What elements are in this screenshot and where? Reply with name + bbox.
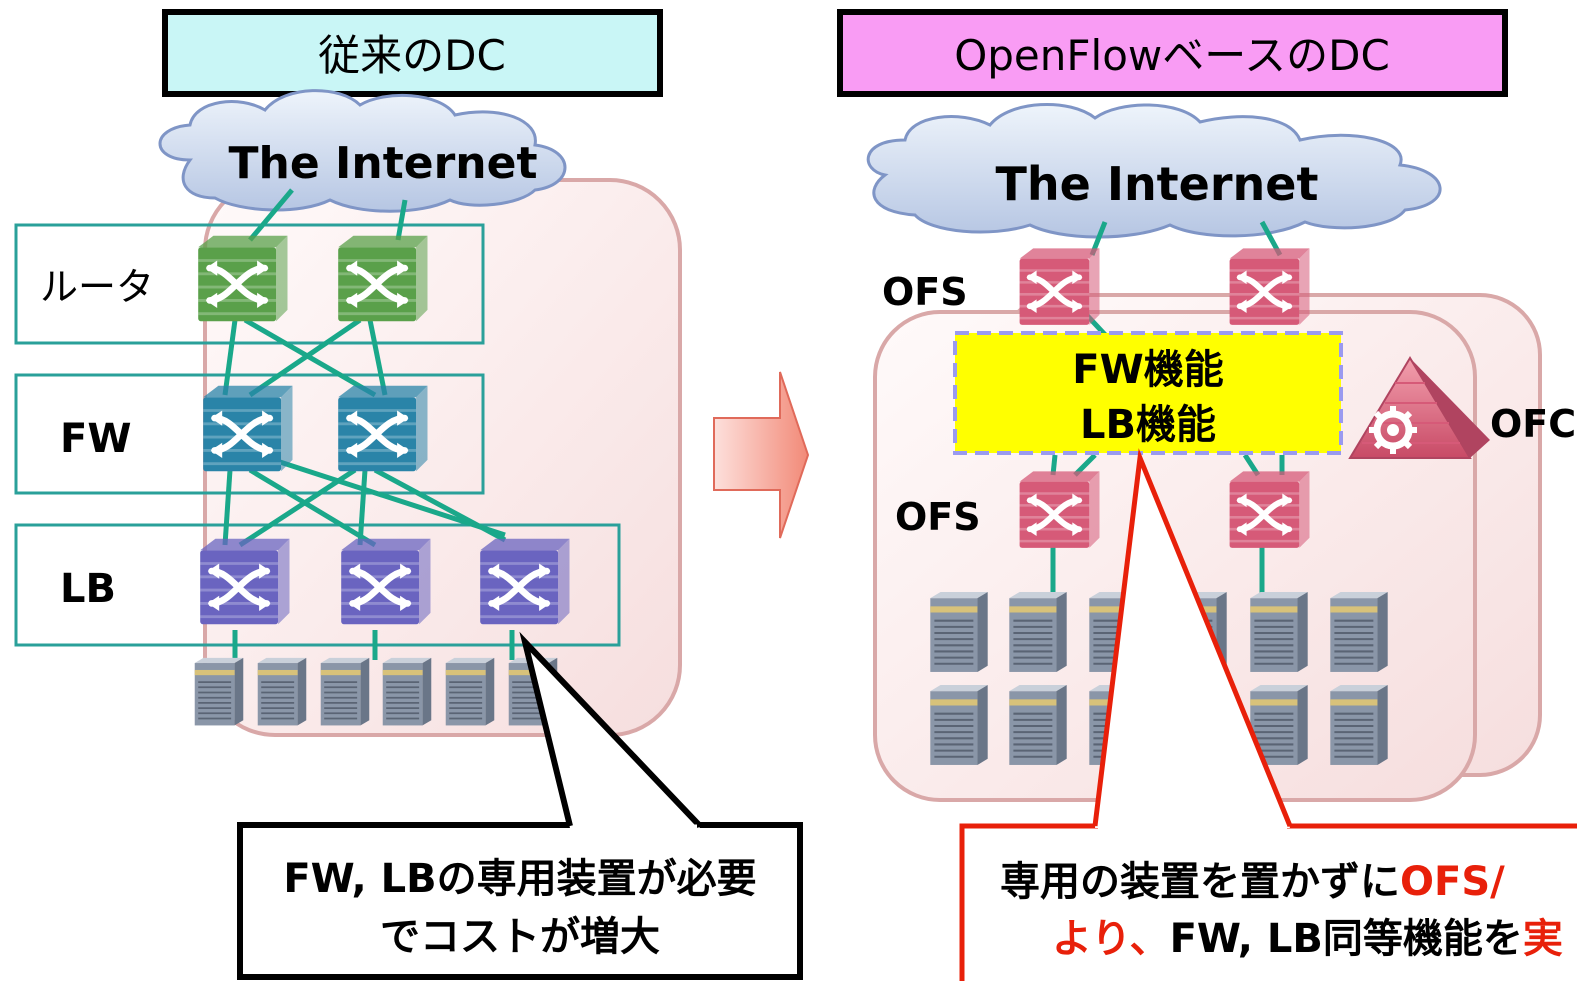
server-icon <box>446 658 495 726</box>
function-box-line1: FW機能 <box>1072 347 1223 393</box>
router-row-frame <box>14 223 485 345</box>
function-box-line2: LB機能 <box>1080 402 1216 448</box>
router-switch-1 <box>198 236 287 321</box>
server-icon <box>1009 592 1066 672</box>
ofc-label: OFC <box>1490 402 1576 446</box>
lb-row-label: LB <box>60 566 116 612</box>
ofs-switch-top-2 <box>1230 248 1310 325</box>
cloud-icon <box>866 103 1442 239</box>
server-icon <box>383 658 432 726</box>
server-icon <box>321 658 370 726</box>
right-internet-label: The Internet <box>995 157 1318 211</box>
server-icon <box>1250 592 1307 672</box>
lb-row-frame <box>14 523 621 647</box>
left-callout: FW, LBの専用装置が必要 でコストが増大 <box>237 631 803 980</box>
cloud-icon <box>158 89 567 213</box>
fw-row-frame <box>14 373 485 495</box>
left-title-box <box>162 9 663 97</box>
server-icon <box>1330 685 1387 765</box>
server-icon <box>258 658 307 726</box>
server-icon <box>930 685 987 765</box>
left-title: 従来のDC <box>318 31 506 80</box>
right-callout: 専用の装置を置かずにOFS/ より、FW, LB同等機能を実 <box>959 448 1577 981</box>
ofs-switch-bottom-1 <box>1020 471 1100 548</box>
left-dc-panel: 従来のDC The Internet ルータ FW LB <box>14 9 803 980</box>
ofs-top-label: OFS <box>882 270 968 314</box>
ofs-bottom-label: OFS <box>895 495 981 539</box>
right-callout-line2-red-b: 実 <box>1523 916 1563 962</box>
right-title-box <box>837 9 1508 97</box>
function-box <box>953 331 1343 455</box>
server-icon <box>930 592 987 672</box>
ofs-switch-top-1 <box>1020 248 1100 325</box>
fw-switch-1 <box>203 386 292 472</box>
server-icon <box>1009 685 1066 765</box>
lb-switch-2 <box>341 539 430 625</box>
server-icon <box>1330 592 1387 672</box>
right-dc-panel: OpenFlowベースのDC The Internet OFS FW機能 LB機… <box>837 9 1577 981</box>
left-internet-label: The Internet <box>229 138 538 189</box>
right-callout-line1: 専用の装置を置かずにOFS/ <box>1000 859 1505 905</box>
controller-gear-icon <box>1348 356 1490 459</box>
left-callout-line2: でコストが増大 <box>380 914 660 960</box>
fw-switch-2 <box>338 386 427 472</box>
lb-switch-3 <box>480 539 569 625</box>
right-callout-line1-red: OFS/ <box>1400 859 1505 905</box>
ofs-switch-bottom-2 <box>1230 471 1310 548</box>
right-callout-line1-black: 専用の装置を置かずに <box>1000 859 1400 905</box>
fw-row-label: FW <box>60 416 131 462</box>
server-icon <box>195 658 244 726</box>
router-switch-2 <box>338 236 427 321</box>
right-callout-line2-black: FW, LB同等機能を <box>1170 916 1523 962</box>
router-row-label: ルータ <box>40 265 154 309</box>
right-callout-line2-red-a: より、 <box>1052 916 1170 962</box>
lb-switch-1 <box>200 539 289 625</box>
right-callout-line2: より、FW, LB同等機能を実 <box>1052 916 1563 962</box>
right-arrow-icon <box>713 371 810 539</box>
left-links <box>222 188 515 660</box>
left-callout-line1: FW, LBの専用装置が必要 <box>283 856 756 902</box>
right-title: OpenFlowベースのDC <box>954 31 1390 80</box>
